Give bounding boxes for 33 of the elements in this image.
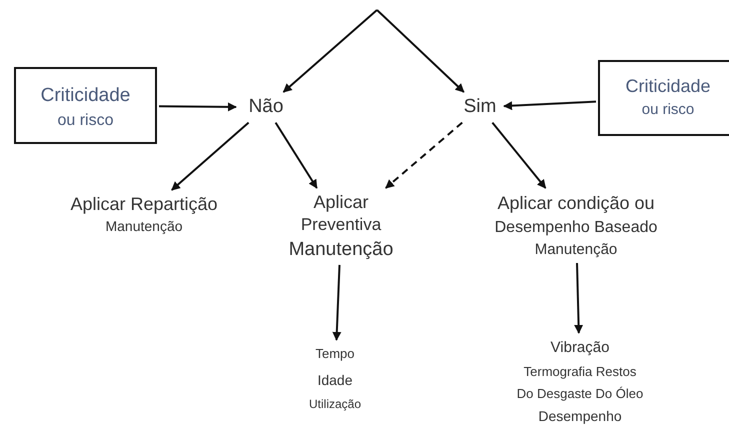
text-line: Manutenção [288, 238, 394, 262]
text-line: Aplicar Repartição [69, 193, 219, 216]
text-line: Desempenho [537, 406, 623, 426]
text-line: Desempenho Baseado [494, 218, 658, 238]
text-line: Idade [316, 370, 354, 390]
text-line: Preventiva [300, 214, 382, 236]
text-line: ou risco [56, 110, 115, 131]
arrow [492, 122, 546, 189]
arrow [385, 122, 463, 189]
text-line: Criticidade [40, 84, 132, 108]
text-line: Sim [462, 95, 498, 119]
arrow [274, 122, 318, 189]
text-line: Utilização [308, 396, 362, 414]
text-line: Manutenção [534, 240, 618, 260]
text-line: Aplicar [312, 191, 370, 214]
text-line: Não [248, 95, 284, 119]
text-line: ou risco [640, 100, 696, 120]
arrow [376, 9, 464, 93]
text-line: Do Desgaste Do Óleo [516, 384, 644, 403]
text-line: Aplicar condição ou [496, 192, 656, 215]
arrow [158, 102, 237, 112]
criticality-box [14, 67, 157, 144]
text-line: Manutenção [104, 217, 184, 236]
arrow [171, 122, 250, 191]
text-line: Termografia Restos [522, 362, 638, 381]
arrow [574, 262, 584, 334]
arrow [282, 9, 378, 93]
arrow [332, 264, 342, 341]
text-line: Tempo [314, 345, 356, 363]
text-line: Vibração [550, 338, 610, 358]
arrow [503, 100, 596, 110]
criticality-box [598, 60, 729, 136]
text-line: Criticidade [624, 75, 712, 98]
